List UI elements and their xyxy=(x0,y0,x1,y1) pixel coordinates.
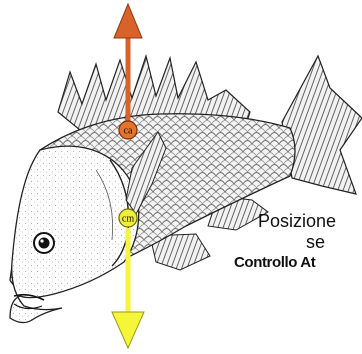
fish-eye xyxy=(34,233,54,253)
center-of-mass-marker: cm xyxy=(119,209,137,227)
caption-line-3: Controllo At xyxy=(234,254,315,271)
ca-label: ca xyxy=(124,126,133,137)
cm-label: cm xyxy=(122,214,134,225)
caption-line-1: Posizione xyxy=(258,211,336,232)
caption-line-2: se xyxy=(306,232,325,253)
center-of-buoyancy-marker: ca xyxy=(119,121,137,139)
fish-head xyxy=(10,146,139,322)
tail-fin xyxy=(282,56,362,194)
